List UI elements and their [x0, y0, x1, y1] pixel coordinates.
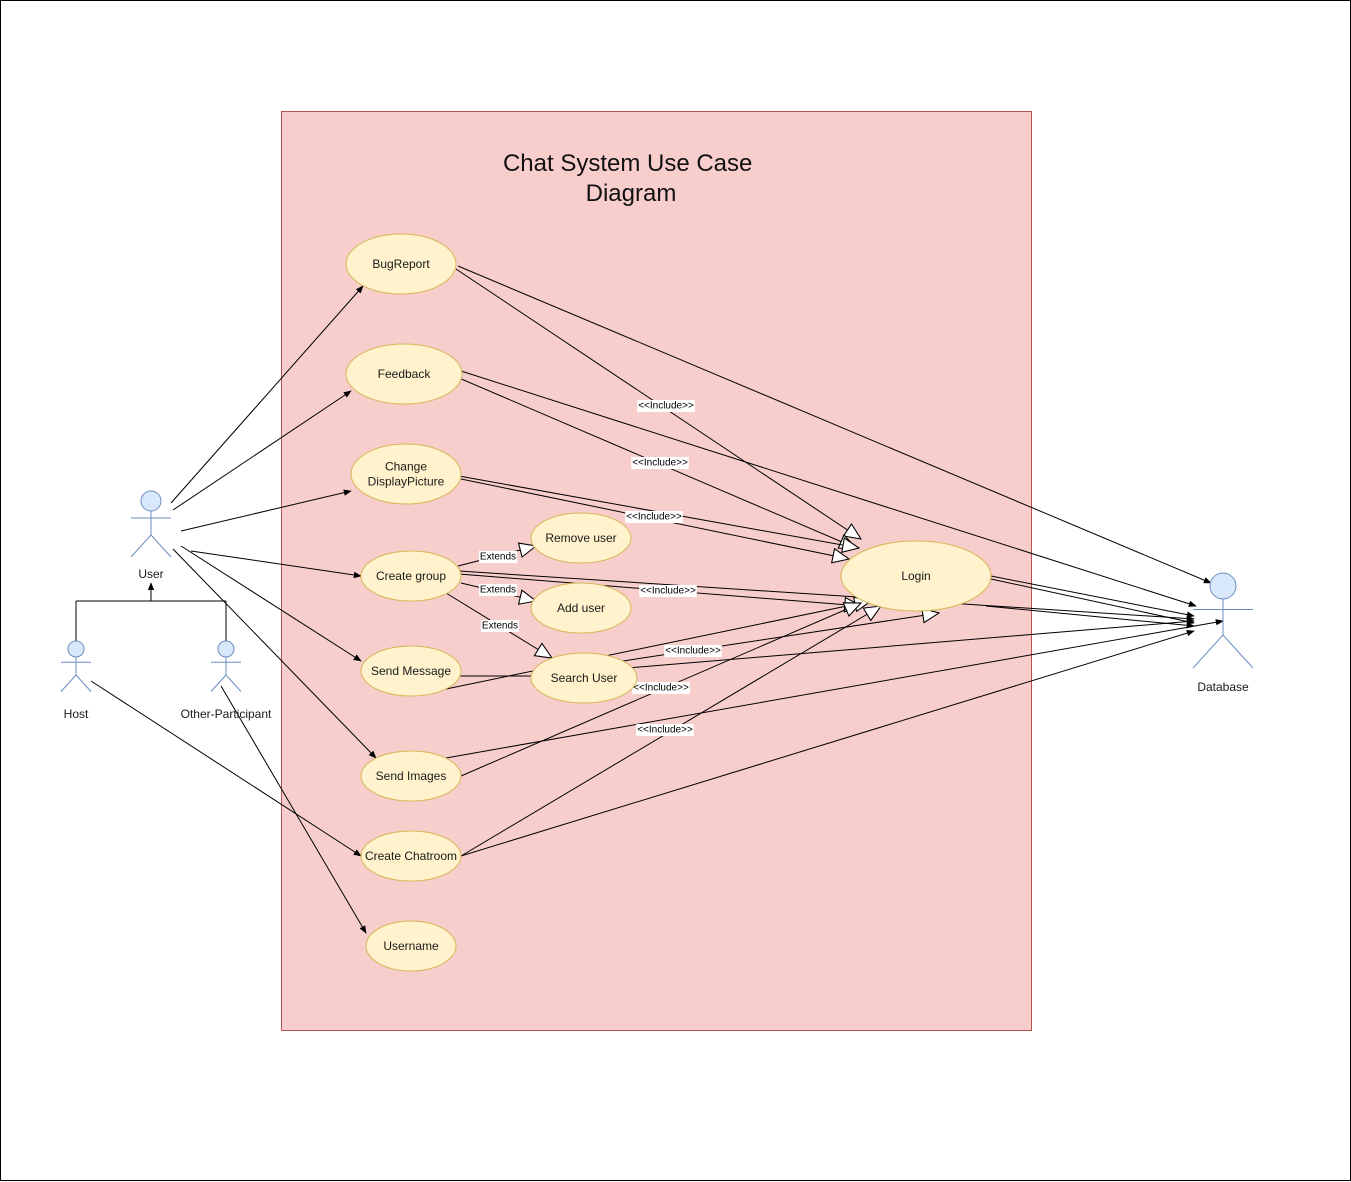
svg-text:<<Include>>: <<Include>>: [633, 683, 689, 694]
usecase-login[interactable]: Login: [840, 540, 992, 612]
include-searchuser-login: [445, 601, 871, 690]
actor-database[interactable]: Database: [1192, 572, 1254, 694]
diagram-title-line-1: Chat System Use Case: [503, 150, 752, 177]
actor-label: User: [138, 567, 163, 581]
db-sendimages: [445, 619, 1224, 759]
diagram-title-line-2: Diagram: [586, 180, 677, 207]
actor-label: Other-Participant: [181, 707, 272, 721]
usecase-label: BugReport: [372, 257, 430, 271]
usecase-label: Username: [383, 939, 439, 953]
svg-text:<<Include>>: <<Include>>: [637, 725, 693, 736]
extends-label-removeuser: Extends: [478, 551, 518, 563]
svg-text:Extends: Extends: [482, 621, 518, 632]
db-bugreport: [457, 265, 1212, 584]
db-login-1: [990, 575, 1195, 618]
assoc-host-createchatroom: [90, 680, 362, 857]
db-login-3: [985, 605, 1195, 629]
db-login-2: [990, 578, 1195, 625]
svg-text:<<Include>>: <<Include>>: [640, 586, 696, 597]
db-createchatroom: [460, 630, 1195, 857]
assoc-user-sendmessage: [180, 545, 362, 662]
relation-label-layer: <<Include>> <<Include>> <<Include>> <<Inclu…: [478, 400, 722, 736]
usecase-label: Send Message: [371, 664, 451, 678]
usecase-label: Create group: [376, 569, 446, 583]
usecase-createchatroom[interactable]: Create Chatroom: [360, 830, 462, 882]
include-label-bugreport: <<Include>>: [637, 400, 695, 412]
svg-text:<<Include>>: <<Include>>: [632, 458, 688, 469]
usecase-label: Remove user: [545, 531, 616, 545]
extends-label-adduser: Extends: [478, 584, 518, 596]
assoc-user-creategroup: [190, 550, 362, 579]
usecase-label: Send Images: [376, 769, 447, 783]
db-feedback: [460, 370, 1197, 607]
svg-text:<<Include>>: <<Include>>: [626, 512, 682, 523]
svg-text:Extends: Extends: [480, 552, 516, 563]
include-label-sendimages: <<Include>>: [632, 682, 690, 694]
diagram-title: Chat System Use Case Diagram: [503, 150, 759, 207]
usecase-username[interactable]: Username: [365, 920, 457, 972]
svg-text:<<Include>>: <<Include>>: [665, 646, 721, 657]
assoc-user-bugreport: [170, 285, 364, 504]
include-label-searchuser: <<Include>>: [664, 645, 722, 657]
usecase-bugreport[interactable]: BugReport: [345, 233, 457, 295]
svg-text:Extends: Extends: [480, 585, 516, 596]
usecase-removeuser[interactable]: Remove user: [530, 512, 632, 564]
usecase-label: Create Chatroom: [365, 849, 457, 863]
usecase-creategroup[interactable]: Create group: [360, 550, 462, 602]
usecase-sendmessage[interactable]: Send Message: [360, 645, 462, 697]
assoc-user-changedp: [180, 489, 352, 532]
assoc-user-sendimages: [172, 548, 377, 759]
include-label-chatroom: <<Include>>: [636, 724, 694, 736]
usecase-feedback[interactable]: Feedback: [345, 343, 463, 405]
assoc-other-username: [220, 685, 367, 934]
usecase-label: Login: [901, 569, 930, 583]
include-label-feedback: <<Include>>: [631, 457, 689, 469]
assoc-user-feedback: [172, 390, 352, 511]
usecase-searchuser[interactable]: Search User: [530, 652, 638, 704]
include-label-creategroup: <<Include>>: [639, 585, 697, 597]
usecase-label: Feedback: [378, 367, 432, 381]
usecase-label: Add user: [557, 601, 605, 615]
include-label-changedp: <<Include>>: [625, 511, 683, 523]
db-creategroup: [458, 570, 1195, 622]
actor-user[interactable]: User: [130, 490, 172, 581]
actor-other[interactable]: Other-Participant: [181, 640, 272, 721]
actor-label: Host: [64, 707, 89, 721]
usecase-label: Search User: [551, 671, 618, 685]
usecase-sendimages[interactable]: Send Images: [360, 750, 462, 802]
extends-label-searchuser: Extends: [480, 620, 520, 632]
actor-label: Database: [1197, 680, 1249, 694]
actor-host[interactable]: Host: [60, 640, 92, 721]
svg-text:<<Include>>: <<Include>>: [638, 401, 694, 412]
usecase-adduser[interactable]: Add user: [530, 582, 632, 634]
